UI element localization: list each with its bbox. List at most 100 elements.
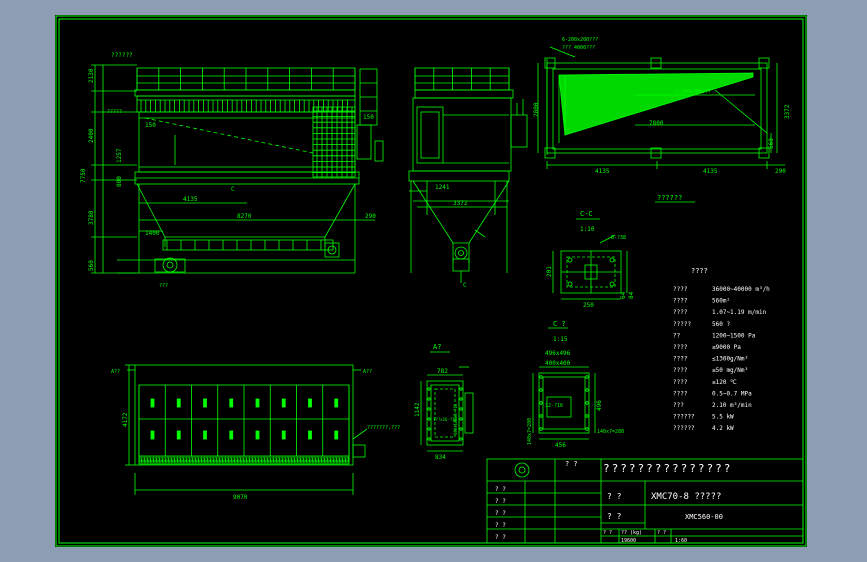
tb-scale-head: ? ? — [657, 530, 666, 536]
fv-dim-290: 290 — [365, 213, 376, 220]
spec-value: 560m² — [712, 298, 730, 305]
tb-row-e: ? ? — [495, 534, 506, 541]
spec-label: ???? — [673, 379, 688, 386]
cc-dim-201: 201 — [546, 266, 553, 277]
fv-section-mark: C — [231, 186, 235, 193]
sv-dim-1241: 1241 — [435, 184, 450, 191]
va-dim-inner: 1??x16-?16 — [433, 417, 458, 422]
cc-dim-250: 250 — [583, 302, 594, 309]
fv-top-note: ?????? — [111, 52, 133, 59]
vc-dim-456: 456 — [555, 442, 566, 449]
spec-value: 4.2 kW — [712, 425, 734, 432]
tb-weight-head: ? ? — [603, 530, 612, 536]
sv-dim-3372: 3372 — [453, 200, 468, 207]
cc-note: 8-?38 — [611, 235, 626, 241]
vc-dim-left: 140x7=280 — [527, 418, 533, 445]
fv-left-note: ????? — [107, 109, 122, 115]
tv-dim-560: 560 — [768, 138, 775, 149]
fv-dim-7750: 7750 — [80, 168, 87, 183]
spec-value: 1.07~1.19 m/min — [712, 309, 767, 316]
tb-drawing-code: XMC560-00 — [685, 513, 723, 521]
tb-product-name: XMC70-8 ????? — [651, 492, 721, 502]
tv-dim-4135b: 4135 — [703, 168, 718, 175]
spec-value: 5.5 kW — [712, 414, 734, 421]
pv-note: ???????,??? — [367, 425, 400, 431]
vc-dim-right: 140x7=280 — [597, 429, 624, 435]
fv-dim-2400: 2400 — [88, 128, 95, 143]
title-block — [486, 458, 804, 544]
tb-row-d: ? ? — [495, 522, 506, 529]
pv-dim-9070: 9070 — [233, 494, 248, 501]
fv-dim-150b: 150 — [363, 114, 374, 121]
tb-row-a: ? ? — [495, 486, 506, 493]
tv-dim-3372: 3372 — [784, 104, 791, 119]
va-dim-834: 834 — [435, 454, 446, 461]
va-title: A? — [433, 343, 441, 351]
section-cc — [552, 218, 628, 300]
fv-dim-4135: 4135 — [183, 196, 198, 203]
vc-dim-inner: 12-?16 — [545, 403, 563, 409]
tb-top-small: ? ? — [565, 460, 578, 468]
spec-value: ≤1300g/Nm³ — [712, 356, 748, 363]
vc-title: C ? — [553, 320, 566, 328]
tb-weight-value: 19600 — [621, 538, 636, 544]
pv-dim-4172: 4172 — [122, 412, 129, 427]
plan-view — [125, 364, 368, 495]
fv-dim-8270: 8270 — [237, 213, 252, 220]
spec-label: ???? — [673, 309, 688, 316]
cc-dim-64: 64 — [620, 291, 627, 299]
tb-scale-value: 1:60 — [675, 538, 687, 544]
spec-value: 1200~1500 Pa — [712, 332, 756, 339]
fv-dim-1257: 1257 — [116, 148, 123, 163]
front-view — [91, 64, 384, 274]
tb-label-q2: ? ? — [607, 512, 622, 521]
spec-label: ???? — [673, 286, 688, 293]
fv-bottom-note: ??? — [159, 283, 168, 289]
cc-scale: 1:10 — [580, 226, 595, 233]
spec-title: ???? — [691, 267, 708, 275]
top-view — [537, 46, 785, 203]
spec-label: ?? — [673, 332, 681, 339]
spec-label: ???? — [673, 390, 688, 397]
tv-dim-290: 290 — [775, 168, 786, 175]
spec-label: ????? — [673, 321, 691, 328]
spec-value: 560 ? — [712, 321, 730, 328]
pv-mark-right: A?? — [363, 369, 372, 375]
fv-dim-560: 560 — [88, 260, 95, 271]
va-dim-782: 782 — [437, 368, 448, 375]
cc-title: C-C — [580, 210, 593, 218]
tb-company: ??????????????? — [603, 462, 732, 475]
pv-mark-left: A?? — [111, 369, 120, 375]
vc-scale: 1:15 — [553, 336, 568, 343]
va-dim-side: 100x100x8-?16 — [453, 403, 458, 435]
view-c — [532, 327, 596, 440]
tv-note3: 2-200x200??? — [675, 89, 711, 95]
tv-dim-2800: 2800 — [533, 102, 540, 117]
drawing-sheet: ?????? 2130 2400 7750 1257 800 3780 560 … — [55, 15, 807, 547]
tb-row-b: ? ? — [495, 498, 506, 505]
tb-row-c: ? ? — [495, 510, 506, 517]
vc-dim-400: 400x400 — [545, 360, 571, 367]
vc-dim-496: 496x496 — [545, 350, 571, 357]
spec-label: ?????? — [673, 425, 695, 432]
tv-dim-4135a: 4135 — [595, 168, 610, 175]
sv-section-mark: C — [463, 282, 467, 289]
spec-label: ???? — [673, 367, 688, 374]
outer-border — [55, 15, 807, 547]
spec-value: 36000~40000 m³/h — [712, 286, 770, 293]
inner-border — [58, 18, 804, 544]
fv-dim-2130: 2130 — [88, 68, 95, 83]
spec-label: ?????? — [673, 414, 695, 421]
tv-note2: ??? 4000??? — [562, 45, 595, 51]
spec-value: ≤120 ℃ — [712, 379, 737, 386]
spec-value: 0.5~0.7 MPa — [712, 390, 752, 397]
spec-label: ???? — [673, 298, 688, 305]
tv-dim-7800: 7800 — [649, 120, 664, 127]
view-a — [420, 351, 474, 452]
cc-dim-84: 84 — [628, 291, 635, 299]
spec-value: ≤50 mg/Nm³ — [712, 367, 748, 374]
fv-dim-800: 800 — [116, 176, 123, 187]
fv-dim-1400: 1400 — [145, 230, 160, 237]
spec-value: 2.10 m³/min — [712, 402, 752, 409]
tv-title-label: ?????? — [657, 194, 682, 202]
